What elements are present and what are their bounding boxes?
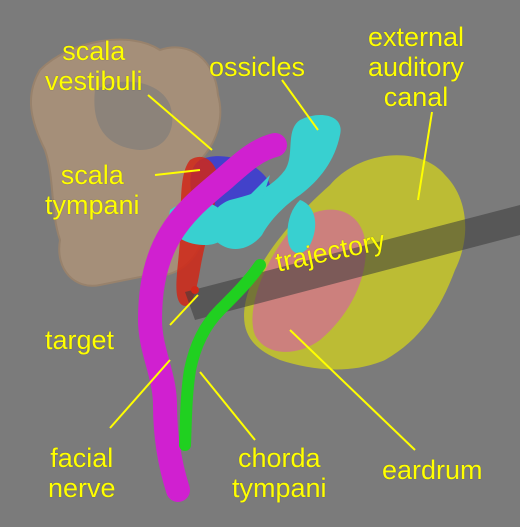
label-target: target	[45, 325, 114, 355]
label-ossicles: ossicles	[209, 52, 305, 82]
label-scala-tympani: scala tympani	[45, 160, 140, 220]
label-eardrum: eardrum	[382, 455, 483, 485]
label-facial-nerve: facial nerve	[48, 443, 116, 503]
label-scala-vestibuli: scala vestibuli	[45, 36, 143, 96]
label-external-auditory-canal: external auditory canal	[368, 22, 464, 112]
target-marker	[191, 286, 199, 294]
label-chorda-tympani: chorda tympani	[232, 443, 327, 503]
